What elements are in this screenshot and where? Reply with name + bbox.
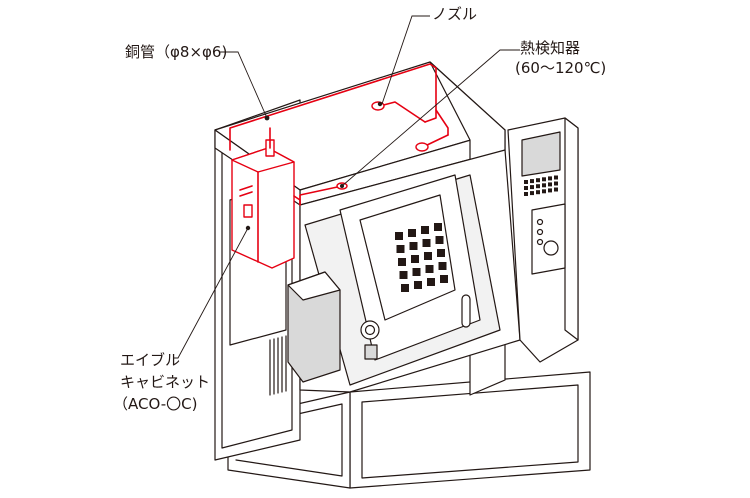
- control-screen: [521, 131, 561, 177]
- keypad-key: [408, 229, 416, 237]
- control-key: [548, 188, 552, 193]
- control-key: [524, 186, 528, 190]
- control-key: [530, 185, 534, 190]
- keypad-key: [438, 262, 447, 270]
- control-key: [524, 192, 528, 196]
- control-key: [524, 180, 528, 184]
- electrical-box-top: [287, 271, 341, 301]
- control-key: [548, 182, 552, 187]
- keypad-key: [421, 226, 429, 234]
- machine-base-panel: [361, 384, 579, 479]
- label-heat-detector-name: 熱検知器: [520, 39, 581, 57]
- keypad-key: [414, 281, 422, 289]
- keypad-key: [434, 223, 442, 231]
- nozzle-rear: [415, 134, 449, 152]
- control-key: [554, 181, 558, 186]
- control-key: [530, 191, 534, 196]
- leader-copper-pipe: [220, 51, 268, 119]
- keypad-key: [409, 242, 418, 250]
- able-cabinet: [231, 139, 295, 269]
- keypad-key: [398, 258, 406, 266]
- keypad-key: [401, 284, 409, 292]
- leader-heat-detector: [341, 49, 520, 187]
- control-panel: [507, 117, 579, 363]
- keypad-key: [425, 265, 434, 273]
- label-cabinet-line1: エイブル: [120, 351, 181, 369]
- leader-cabinet: [173, 227, 249, 359]
- control-key: [536, 184, 540, 189]
- control-key: [542, 177, 546, 182]
- control-key: [542, 189, 546, 194]
- control-dial: [543, 240, 559, 256]
- control-key: [536, 178, 540, 183]
- keypad-key: [411, 255, 419, 263]
- control-key: [554, 187, 558, 192]
- front-switch: [364, 344, 378, 360]
- copper-pipe: [229, 63, 449, 206]
- keypad-key: [424, 252, 432, 260]
- keypad-key: [437, 249, 445, 257]
- control-key: [548, 176, 552, 181]
- control-key: [554, 175, 558, 180]
- label-heat-detector-range: (60〜120℃): [515, 59, 607, 77]
- cabinet-top: [231, 147, 295, 173]
- keypad-key: [395, 232, 403, 240]
- label-nozzle: ノズル: [432, 5, 478, 23]
- leader-lines: [173, 15, 520, 359]
- control-key: [536, 190, 540, 195]
- label-cabinet-line2: キャビネット: [120, 373, 211, 391]
- control-lower-panel: [531, 203, 566, 275]
- keypad-key: [396, 245, 405, 253]
- label-cabinet-model: （ACO-〇C): [113, 395, 198, 413]
- door-window: [359, 194, 456, 321]
- control-panel-side: [564, 117, 579, 341]
- nozzle-front: [371, 101, 426, 123]
- door-keypad: [395, 223, 448, 292]
- keypad-key: [440, 275, 448, 283]
- keypad-key: [427, 278, 435, 286]
- control-keys: [524, 175, 558, 196]
- keypad-key: [435, 236, 444, 244]
- door-handle: [461, 294, 471, 328]
- leader-nozzle: [381, 15, 430, 105]
- front-knob: [360, 320, 380, 340]
- control-key: [542, 183, 546, 188]
- keypad-key: [412, 268, 421, 276]
- keypad-key: [399, 271, 408, 279]
- vent-grille: [269, 335, 287, 396]
- keypad-key: [422, 239, 431, 247]
- label-copper-pipe: 銅管（φ8×φ6): [125, 43, 228, 61]
- control-key: [530, 179, 534, 184]
- cabinet-label: [243, 204, 253, 218]
